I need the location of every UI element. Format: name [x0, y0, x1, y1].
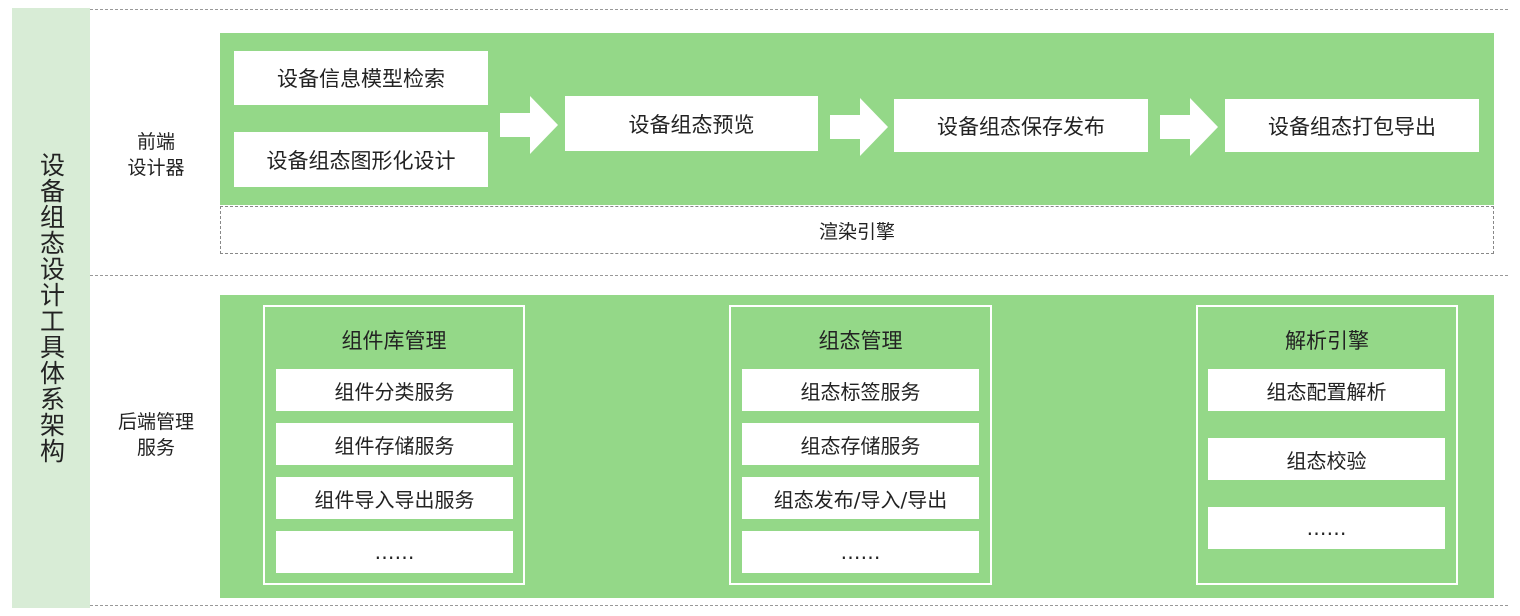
- frontend-label-line2: 设计器: [127, 156, 185, 179]
- list-item: 组件存储服务: [276, 423, 513, 465]
- list-item: 组态标签服务: [742, 369, 979, 411]
- backend-label: 后端管理 服务: [96, 410, 216, 461]
- pack-export-label: 设备组态打包导出: [1268, 114, 1436, 139]
- list-item: ……: [1208, 507, 1445, 549]
- graphic-design-box: 设备组态图形化设计: [234, 132, 488, 187]
- column-title: 组件库管理: [341, 329, 447, 353]
- render-engine-label: 渲染引擎: [818, 220, 895, 243]
- list-item-label: 组件导入导出服务: [314, 487, 475, 512]
- list-item: ……: [276, 531, 513, 573]
- list-item-label: ……: [1306, 516, 1347, 540]
- arrow-right-icon: [830, 98, 888, 156]
- pack-export-box: 设备组态打包导出: [1225, 99, 1479, 152]
- divider-top: [90, 9, 1508, 10]
- list-item-label: 组态发布/导入/导出: [773, 487, 948, 512]
- list-item: 组态存储服务: [742, 423, 979, 465]
- backend-label-line2: 服务: [136, 436, 175, 459]
- column-title: 解析引擎: [1285, 329, 1369, 353]
- preview-box: 设备组态预览: [565, 96, 818, 151]
- list-item: 组件导入导出服务: [276, 477, 513, 519]
- divider-bottom: [90, 605, 1508, 606]
- render-engine-band: 渲染引擎: [220, 206, 1494, 254]
- component-library-column: [263, 305, 525, 585]
- arrow-right-icon: [500, 96, 558, 154]
- list-item: 组态发布/导入/导出: [742, 477, 979, 519]
- preview-label: 设备组态预览: [628, 112, 755, 137]
- list-item-label: 组态配置解析: [1266, 379, 1387, 404]
- list-item: 组态校验: [1208, 438, 1445, 480]
- parsing-engine-column: [1196, 305, 1458, 585]
- list-item: 组件分类服务: [276, 369, 513, 411]
- frontend-label: 前端 设计器: [96, 130, 216, 181]
- column-title: 组态管理: [818, 329, 903, 353]
- model-search-box: 设备信息模型检索: [234, 51, 488, 105]
- model-search-label: 设备信息模型检索: [277, 67, 445, 91]
- graphic-design-label: 设备组态图形化设计: [266, 148, 456, 173]
- architecture-title-panel: 设备组态设计工具体系架构: [12, 8, 90, 608]
- configuration-management-column: [729, 305, 992, 585]
- architecture-title: 设备组态设计工具体系架构: [36, 152, 66, 464]
- list-item-label: 组态标签服务: [800, 379, 921, 404]
- list-item: 组态配置解析: [1208, 369, 1445, 411]
- backend-label-line1: 后端管理: [117, 411, 194, 433]
- save-publish-label: 设备组态保存发布: [937, 114, 1105, 139]
- list-item: ……: [742, 531, 979, 573]
- frontend-label-line1: 前端: [136, 131, 175, 153]
- list-item-label: 组态校验: [1286, 448, 1367, 473]
- list-item-label: ……: [840, 540, 881, 564]
- list-item-label: 组态存储服务: [800, 433, 921, 458]
- list-item-label: 组件存储服务: [334, 433, 455, 458]
- save-publish-box: 设备组态保存发布: [894, 99, 1148, 152]
- divider-middle: [90, 275, 1508, 276]
- list-item-label: ……: [374, 540, 415, 564]
- arrow-right-icon: [1160, 98, 1218, 156]
- list-item-label: 组件分类服务: [334, 379, 455, 404]
